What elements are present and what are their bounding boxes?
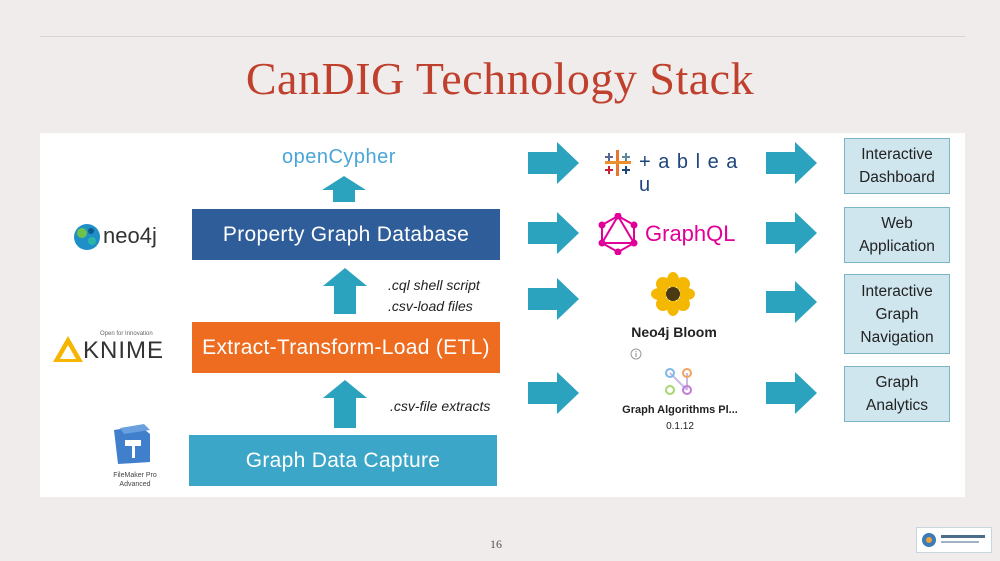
right-arrow-1a	[528, 142, 579, 184]
graphql-hexagon-icon	[598, 213, 638, 255]
output-line: Navigation	[860, 328, 934, 346]
graph-algorithms-icon	[665, 368, 692, 395]
output-line: Interactive	[861, 282, 933, 300]
filemaker-folder-icon	[114, 424, 150, 464]
up-arrow-capture-to-etl	[323, 380, 367, 428]
page-number: 16	[490, 537, 502, 551]
etl-box: Extract-Transform-Load (ETL)	[192, 322, 500, 373]
tableau-logo: + a b l e a u	[603, 148, 753, 196]
opencypher-label: openCypher	[282, 146, 396, 168]
output-line: Interactive	[861, 146, 933, 163]
filemaker-label-line2: Advanced	[119, 481, 151, 488]
filemaker-label-line1: FileMaker Pro	[113, 472, 157, 479]
note-csv-load: .csv-load files	[388, 298, 473, 314]
note-cql: .cql shell script	[388, 277, 480, 293]
bloom-flower-icon	[651, 272, 695, 316]
output-line: Dashboard	[859, 169, 935, 186]
neo4j-logo: neo4j	[72, 220, 172, 254]
right-arrow-4a	[528, 372, 579, 414]
graph-algorithms-version: 0.1.12	[666, 421, 694, 432]
right-arrow-1b	[766, 142, 817, 184]
output-web-application: Web Application	[844, 207, 950, 263]
graphql-wordmark: GraphQL	[645, 221, 736, 246]
graph-algorithms-label: Graph Algorithms Pl...	[622, 404, 738, 416]
presenter-logo-subtext-mark	[941, 541, 979, 543]
knime-tagline: Open for Innovation	[100, 331, 153, 337]
up-arrow-opencypher	[322, 176, 366, 202]
tableau-wordmark: + a b l e a u	[639, 151, 739, 196]
filemaker-label: FileMaker Pro Advanced	[100, 471, 170, 489]
right-arrow-2b	[766, 212, 817, 254]
presenter-logo	[916, 527, 992, 553]
property-graph-database-box: Property Graph Database	[192, 209, 500, 260]
graphql-logo: GraphQL	[598, 213, 758, 255]
output-graph-navigation: Interactive Graph Navigation	[844, 274, 950, 354]
info-icon[interactable]	[630, 348, 642, 360]
tableau-cross-icon	[605, 150, 631, 176]
output-graph-analytics: Graph Analytics	[844, 366, 950, 422]
knime-triangle-icon	[53, 336, 83, 362]
output-line: Analytics	[865, 397, 929, 414]
knime-logo: Open for Innovation KNIME	[52, 331, 172, 365]
neo4j-wordmark: neo4j	[103, 223, 157, 248]
output-line: Graph	[875, 305, 919, 323]
output-interactive-dashboard: Interactive Dashboard	[844, 138, 950, 194]
note-csv-extracts: .csv-file extracts	[390, 398, 491, 414]
presenter-logo-text-mark	[941, 535, 985, 538]
output-line: Web	[881, 215, 913, 232]
right-arrow-2a	[528, 212, 579, 254]
right-arrow-3a	[528, 278, 579, 320]
bloom-label: Neo4j Bloom	[631, 324, 717, 340]
title-divider	[40, 36, 965, 37]
knime-wordmark: KNIME	[83, 337, 165, 364]
filemaker-logo: FileMaker Pro Advanced	[100, 422, 170, 494]
graph-data-capture-box: Graph Data Capture	[189, 435, 497, 486]
slide-title: CanDIG Technology Stack	[245, 53, 755, 104]
up-arrow-etl-to-db	[323, 268, 367, 314]
etl-output-notes: .cql shell script .csv-load files	[388, 275, 480, 317]
neo4j-graph-icon	[74, 224, 100, 250]
right-arrow-4b	[766, 372, 817, 414]
right-arrow-3b	[766, 281, 817, 323]
presenter-logo-icon	[922, 533, 936, 547]
output-line: Graph	[875, 374, 919, 391]
output-line: Application	[859, 238, 935, 255]
